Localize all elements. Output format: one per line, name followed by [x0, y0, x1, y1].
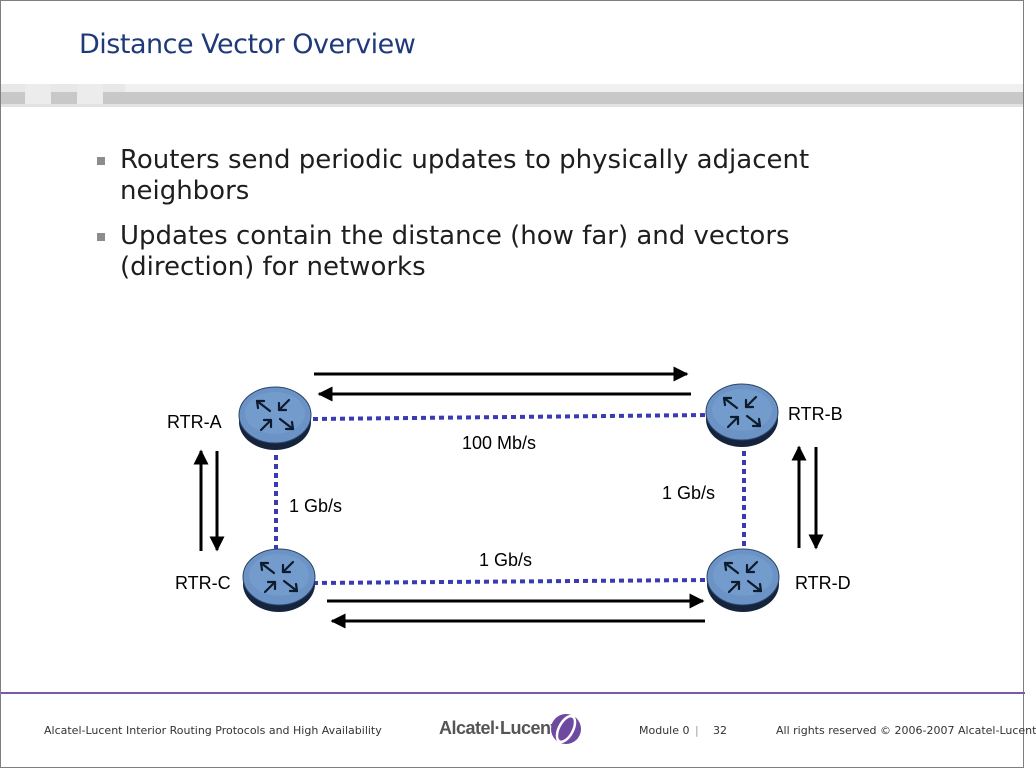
link-c-d	[312, 578, 708, 585]
footer-rule	[1, 692, 1025, 694]
slide-title: Distance Vector Overview	[79, 29, 416, 60]
bullet-square-icon	[97, 157, 105, 165]
router-label-c: RTR-C	[175, 573, 231, 593]
alcatel-lucent-logo-icon	[551, 714, 581, 744]
bullet-square-icon	[97, 233, 105, 241]
link-speed-c-d: 1 Gb/s	[479, 550, 533, 570]
bullet-list: Routers send periodic updates to physica…	[97, 145, 897, 297]
router-d-icon	[705, 547, 781, 614]
network-diagram	[193, 366, 824, 629]
band-block-2	[77, 84, 103, 104]
footer-separator: |	[695, 724, 699, 737]
band-block-3	[125, 84, 1023, 92]
router-b-icon	[704, 382, 780, 449]
footer-module: Module 0	[639, 724, 690, 737]
link-speed-a-b: 100 Mb/s	[462, 433, 537, 453]
footer-page-number: 32	[713, 724, 727, 737]
router-label-b: RTR-B	[788, 404, 843, 424]
footer-course-title: Alcatel-Lucent Interior Routing Protocol…	[44, 724, 382, 737]
router-a-icon	[237, 385, 313, 452]
bullet-item: Updates contain the distance (how far) a…	[97, 221, 897, 283]
bullet-item: Routers send periodic updates to physica…	[97, 145, 897, 207]
router-label-a: RTR-A	[167, 412, 222, 432]
bullet-text: Updates contain the distance (how far) a…	[120, 221, 790, 282]
header-band	[1, 84, 1023, 107]
link-a-b	[312, 413, 708, 421]
link-speed-b-d: 1 Gb/s	[662, 483, 716, 503]
band-block-1	[25, 84, 51, 104]
band-stripe-main	[1, 92, 1023, 104]
link-speed-a-c: 1 Gb/s	[289, 496, 343, 516]
brand-wordmark: Alcatel·Lucent	[439, 718, 557, 738]
router-label-d: RTR-D	[795, 573, 851, 593]
band-stripe-bottom	[1, 104, 1023, 107]
footer-rights: All rights reserved © 2006-2007 Alcatel-…	[776, 724, 1036, 737]
router-c-icon	[241, 547, 317, 614]
bullet-text: Routers send periodic updates to physica…	[120, 145, 810, 206]
